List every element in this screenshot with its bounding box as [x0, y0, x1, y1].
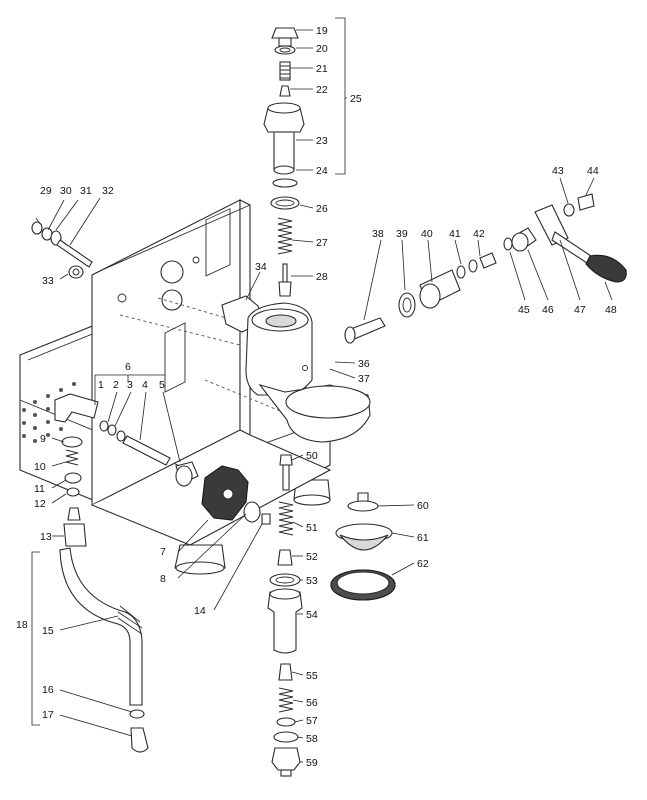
label-21: 21: [316, 63, 328, 75]
label-22: 22: [316, 84, 328, 96]
label-31: 31: [80, 185, 92, 197]
label-60: 60: [417, 500, 429, 512]
label-32: 32: [102, 185, 114, 197]
label-58: 58: [306, 733, 318, 745]
label-46: 46: [542, 304, 554, 316]
label-28: 28: [316, 271, 328, 283]
label-24: 24: [316, 165, 328, 177]
label-56: 56: [306, 697, 318, 709]
label-9: 9: [40, 433, 46, 445]
label-15: 15: [42, 625, 54, 637]
label-39: 39: [396, 228, 408, 240]
label-10: 10: [34, 461, 46, 473]
label-27: 27: [316, 237, 328, 249]
filter-basket-set: [330, 492, 396, 601]
part-number-labels: 19 20 21 22 25 23 24 26 27 28 29 30 31 3…: [16, 25, 617, 769]
label-47: 47: [574, 304, 586, 316]
label-33: 33: [42, 275, 54, 287]
label-29: 29: [40, 185, 52, 197]
steam-knob-assembly: [344, 193, 627, 344]
label-3: 3: [127, 379, 133, 391]
label-55: 55: [306, 670, 318, 682]
steam-tube-fittings: [54, 393, 271, 525]
label-26: 26: [316, 203, 328, 215]
leader-lines: [31, 17, 613, 763]
label-42: 42: [473, 228, 485, 240]
label-43: 43: [552, 165, 564, 177]
label-36: 36: [358, 358, 370, 370]
label-45: 45: [518, 304, 530, 316]
label-44: 44: [587, 165, 599, 177]
label-19: 19: [316, 25, 328, 37]
label-53: 53: [306, 575, 318, 587]
label-51: 51: [306, 522, 318, 534]
label-38: 38: [372, 228, 384, 240]
label-61: 61: [417, 532, 429, 544]
label-23: 23: [316, 135, 328, 147]
label-16: 16: [42, 684, 54, 696]
label-8: 8: [160, 573, 166, 585]
label-4: 4: [142, 379, 148, 391]
label-5: 5: [159, 379, 165, 391]
group-head: [221, 295, 371, 443]
label-25: 25: [350, 93, 362, 105]
label-14: 14: [194, 605, 206, 617]
fitting-set-left: [31, 221, 93, 279]
label-41: 41: [449, 228, 461, 240]
label-54: 54: [306, 609, 318, 621]
label-12: 12: [34, 498, 46, 510]
steam-valve-stack: [263, 27, 305, 297]
label-2: 2: [113, 379, 119, 391]
label-18: 18: [16, 619, 28, 631]
label-17: 17: [42, 709, 54, 721]
label-50: 50: [306, 450, 318, 462]
label-34: 34: [255, 261, 267, 273]
steam-wand: [59, 436, 149, 753]
label-62: 62: [417, 558, 429, 570]
label-6: 6: [125, 361, 131, 373]
label-37: 37: [358, 373, 370, 385]
label-57: 57: [306, 715, 318, 727]
brew-valve-stack: [267, 454, 303, 777]
label-7: 7: [160, 546, 166, 558]
label-40: 40: [421, 228, 433, 240]
label-48: 48: [605, 304, 617, 316]
label-13: 13: [40, 531, 52, 543]
label-59: 59: [306, 757, 318, 769]
label-1: 1: [98, 379, 104, 391]
label-11: 11: [34, 483, 45, 495]
label-30: 30: [60, 185, 72, 197]
label-20: 20: [316, 43, 328, 55]
label-52: 52: [306, 551, 318, 563]
